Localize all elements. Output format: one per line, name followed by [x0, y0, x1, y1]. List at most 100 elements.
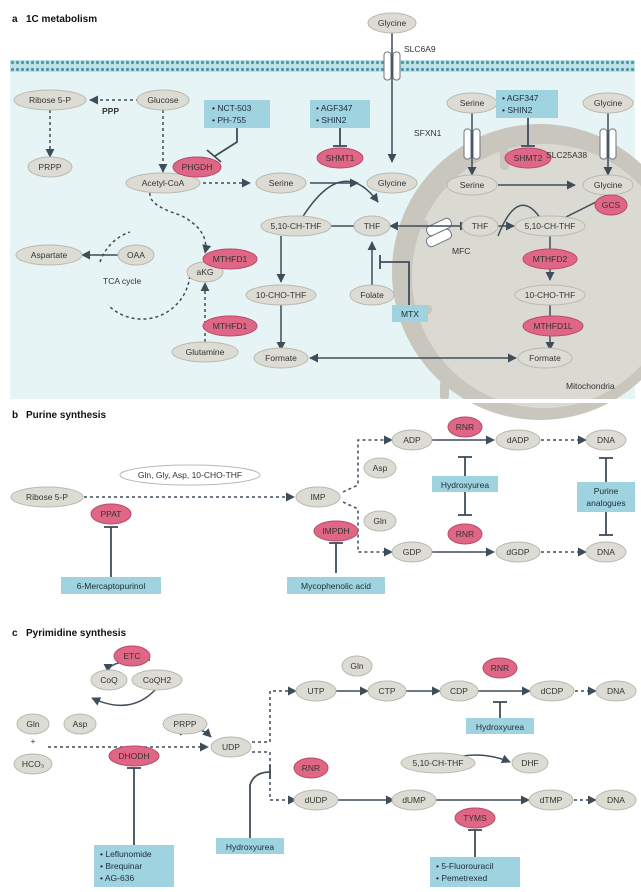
- label-tca-cycle: TCA cycle: [103, 276, 142, 286]
- inhibitor-mtx: MTX: [401, 309, 419, 319]
- enzyme-dhodh: DHODH: [118, 751, 149, 761]
- node-cho-thf-mito: 10-CHO-THF: [525, 290, 576, 300]
- node-c-gln: Gln: [26, 719, 40, 729]
- node-b-gdp: GDP: [403, 547, 422, 557]
- node-ch-thf-cyto: 5,10-CH-THF: [270, 221, 321, 231]
- panel-a-enzymes: PHGDH SHMT1 MTHFD1 MTHFD1 SHMT2 GCS MTHF…: [172, 147, 628, 337]
- node-serine-mito-top: Serine: [460, 98, 485, 108]
- inhibitor-nct-503: • NCT-503: [212, 103, 252, 113]
- node-c-dudp: dUDP: [305, 795, 328, 805]
- panel-b-enzymes: PPAT IMPDH RNR RNR: [90, 416, 483, 545]
- node-akg: aKG: [196, 267, 213, 277]
- node-glutamine: Glutamine: [186, 347, 225, 357]
- node-c-dna1: DNA: [607, 686, 625, 696]
- inhibitor-shin2-2: • SHIN2: [502, 105, 533, 115]
- sfxn1-transporter: [463, 128, 481, 160]
- panel-a-metabolites: Glycine Glucose Ribose 5-P PRPP Serine G…: [13, 12, 634, 369]
- node-b-dna2: DNA: [597, 547, 615, 557]
- node-c-ch-thf: 5,10-CH-THF: [412, 758, 463, 768]
- inhibitor-box-shmt2: [496, 90, 558, 118]
- panel-b-title: Purine synthesis: [26, 410, 106, 421]
- enzyme-tyms: TYMS: [463, 813, 487, 823]
- inhibitor-shin2-1: • SHIN2: [316, 115, 347, 125]
- inhibitor-ph-755: • PH-755: [212, 115, 246, 125]
- plasma-membrane: [10, 60, 635, 72]
- label-slc25a38: SLC25A38: [546, 150, 587, 160]
- node-serine-mito: Serine: [460, 180, 485, 190]
- inhibitor-box-hydroxyurea-c1: [466, 718, 534, 734]
- inhibitor-box-hydroxyurea-b: [432, 476, 498, 492]
- inhibitor-hydroxyurea-b: Hydroxyurea: [441, 480, 489, 490]
- label-slc6a9: SLC6A9: [404, 44, 436, 54]
- node-formate-cyto: Formate: [265, 353, 297, 363]
- inhibitor-box-shmt1: [310, 100, 370, 128]
- inhibitor-agf347-2: • AGF347: [502, 93, 539, 103]
- inhibitor-box-dhodh: [94, 845, 174, 887]
- inhibitor-box-mycophenolic: [287, 577, 385, 594]
- inhibitor-box-phgdh: [204, 100, 270, 128]
- node-thf-mito: THF: [472, 221, 489, 231]
- panel-b-inhibitions: [104, 456, 613, 577]
- node-b-dna1: DNA: [597, 435, 615, 445]
- label-mfc: MFC: [452, 246, 470, 256]
- panel-c-title: Pyrimidine synthesis: [26, 628, 126, 639]
- node-prpp: PRPP: [38, 162, 61, 172]
- node-c-coqh2: CoQH2: [143, 675, 172, 685]
- enzyme-mthfd1-2: MTHFD1: [213, 321, 248, 331]
- node-c-dhf: DHF: [521, 758, 538, 768]
- node-c-gln2: Gln: [350, 661, 364, 671]
- node-c-dcdp: dCDP: [541, 686, 564, 696]
- inhibitor-mycophenolic-acid: Mycophenolic acid: [301, 581, 371, 591]
- node-c-dna2: DNA: [607, 795, 625, 805]
- enzyme-rnr-b1: RNR: [456, 422, 474, 432]
- panel-a-inhibitions: [206, 118, 535, 305]
- node-ch-thf-mito: 5,10-CH-THF: [524, 221, 575, 231]
- inhibitor-box-tyms: [430, 857, 520, 887]
- label-b-substrates: Gln, Gly, Asp, 10-CHO-THF: [138, 470, 242, 480]
- inhibitor-agf347-1: • AGF347: [316, 103, 353, 113]
- node-folate: Folate: [360, 290, 384, 300]
- inhibitor-5-fluorouracil: • 5-Fluorouracil: [436, 861, 493, 871]
- node-aspartate: Aspartate: [31, 250, 68, 260]
- node-b-imp: IMP: [310, 492, 325, 502]
- node-c-plus: +: [31, 736, 36, 746]
- node-glycine-mito: Glycine: [594, 180, 623, 190]
- inhibitor-box-purine-analogues: [577, 482, 635, 512]
- node-c-dump: dUMP: [402, 795, 426, 805]
- enzyme-mthfd1l: MTHFD1L: [533, 321, 572, 331]
- slc25a38-transporter: [599, 128, 617, 160]
- label-mitochondria: Mitochondria: [566, 381, 615, 391]
- node-ribose5p: Ribose 5-P: [29, 95, 71, 105]
- node-b-dadp: dADP: [507, 435, 530, 445]
- node-b-ribose5p: Ribose 5-P: [26, 492, 68, 502]
- panel-b-letter: b: [12, 410, 18, 421]
- enzyme-gcs: GCS: [602, 200, 621, 210]
- enzyme-shmt2: SHMT2: [514, 153, 543, 163]
- node-acetyl-coa: Acetyl-CoA: [142, 178, 185, 188]
- node-b-dgdp: dGDP: [506, 547, 529, 557]
- node-c-coq: CoQ: [100, 675, 118, 685]
- node-b-gln: Gln: [373, 516, 387, 526]
- inhibitor-box-hydroxyurea-c2: [216, 838, 284, 854]
- substrates-outline: [119, 464, 261, 486]
- node-c-utp: UTP: [308, 686, 325, 696]
- mitochondrion: [392, 124, 641, 420]
- inhibitor-hydroxyurea-c1: Hydroxyurea: [476, 722, 524, 732]
- inhibitor-purine-line1: Purine: [594, 486, 619, 496]
- enzyme-rnr-c1: RNR: [491, 663, 509, 673]
- node-thf-cyto: THF: [364, 221, 381, 231]
- panel-c-inhibitor-boxes: • Leflunomide • Brequinar • AG-636 Hydro…: [94, 718, 534, 887]
- panel-c-inhibitions: [127, 701, 507, 848]
- panel-c-enzymes: ETC DHODH RNR RNR TYMS: [108, 645, 518, 829]
- enzyme-impdh: IMPDH: [322, 526, 349, 536]
- enzyme-rnr-b2: RNR: [456, 529, 474, 539]
- enzyme-mthfd1-1: MTHFD1: [213, 254, 248, 264]
- label-ppp: PPP: [102, 106, 119, 116]
- enzyme-etc: ETC: [124, 651, 141, 661]
- panel-a-labels: SLC6A9 PPP SFXN1 SLC25A38 TCA cycle MFC …: [102, 44, 615, 391]
- panel-a-inhibitor-boxes: • NCT-503 • PH-755 • AGF347 • SHIN2 • AG…: [204, 90, 558, 322]
- node-oaa: OAA: [127, 250, 145, 260]
- inhibitor-pemetrexed: • Pemetrexed: [436, 873, 487, 883]
- inhibitor-hydroxyurea-c2: Hydroxyurea: [226, 842, 274, 852]
